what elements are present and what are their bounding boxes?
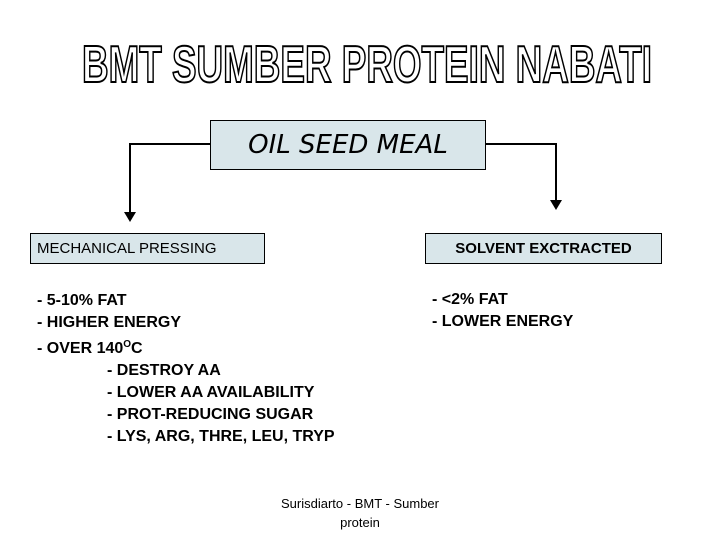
- right-arrowhead: [550, 200, 562, 210]
- solvent-extracted-list: - <2% FAT - LOWER ENERGY: [432, 289, 573, 333]
- list-item: - 5-10% FAT: [37, 292, 127, 309]
- left-connector-line: [129, 143, 210, 214]
- footer-line: protein: [340, 515, 380, 530]
- sub-list-item: - LOWER AA AVAILABILITY: [107, 384, 315, 401]
- temperature-degree: O: [123, 339, 132, 350]
- list-item: - LOWER ENERGY: [432, 313, 574, 330]
- list-item-temperature: - OVER 140OC: [37, 334, 335, 360]
- footer-line: Surisdiarto - BMT - Sumber: [281, 496, 439, 511]
- mechanical-pressing-box: MECHANICAL PRESSING: [30, 233, 265, 264]
- slide-title: BMT SUMBER PROTEIN NABATI: [82, 36, 652, 90]
- temperature-prefix: - OVER 140: [37, 340, 124, 357]
- oil-seed-meal-box: OIL SEED MEAL: [210, 120, 486, 170]
- left-arrowhead: [124, 212, 136, 222]
- mechanical-pressing-label: MECHANICAL PRESSING: [37, 240, 217, 257]
- sub-list-item: - PROT-REDUCING SUGAR: [107, 406, 314, 423]
- slide-title-area: BMT SUMBER PROTEIN NABATI: [0, 30, 720, 90]
- slide-footer: Surisdiarto - BMT - Sumber protein: [260, 494, 460, 532]
- slide-title-graphic: BMT SUMBER PROTEIN NABATI: [81, 35, 653, 90]
- list-item: - HIGHER ENERGY: [37, 314, 182, 331]
- solvent-extracted-label: SOLVENT EXCTRACTED: [455, 240, 632, 257]
- oil-seed-meal-label: OIL SEED MEAL: [248, 130, 448, 160]
- solvent-extracted-box: SOLVENT EXCTRACTED: [425, 233, 662, 264]
- sub-list-item: - DESTROY AA: [107, 362, 221, 379]
- list-item: - <2% FAT: [432, 291, 508, 308]
- sub-list-item: - LYS, ARG, THRE, LEU, TRYP: [107, 428, 335, 445]
- right-connector-line: [486, 143, 557, 202]
- temperature-unit: C: [131, 340, 143, 357]
- mechanical-pressing-list: - 5-10% FAT - HIGHER ENERGY - OVER 140OC…: [37, 290, 335, 448]
